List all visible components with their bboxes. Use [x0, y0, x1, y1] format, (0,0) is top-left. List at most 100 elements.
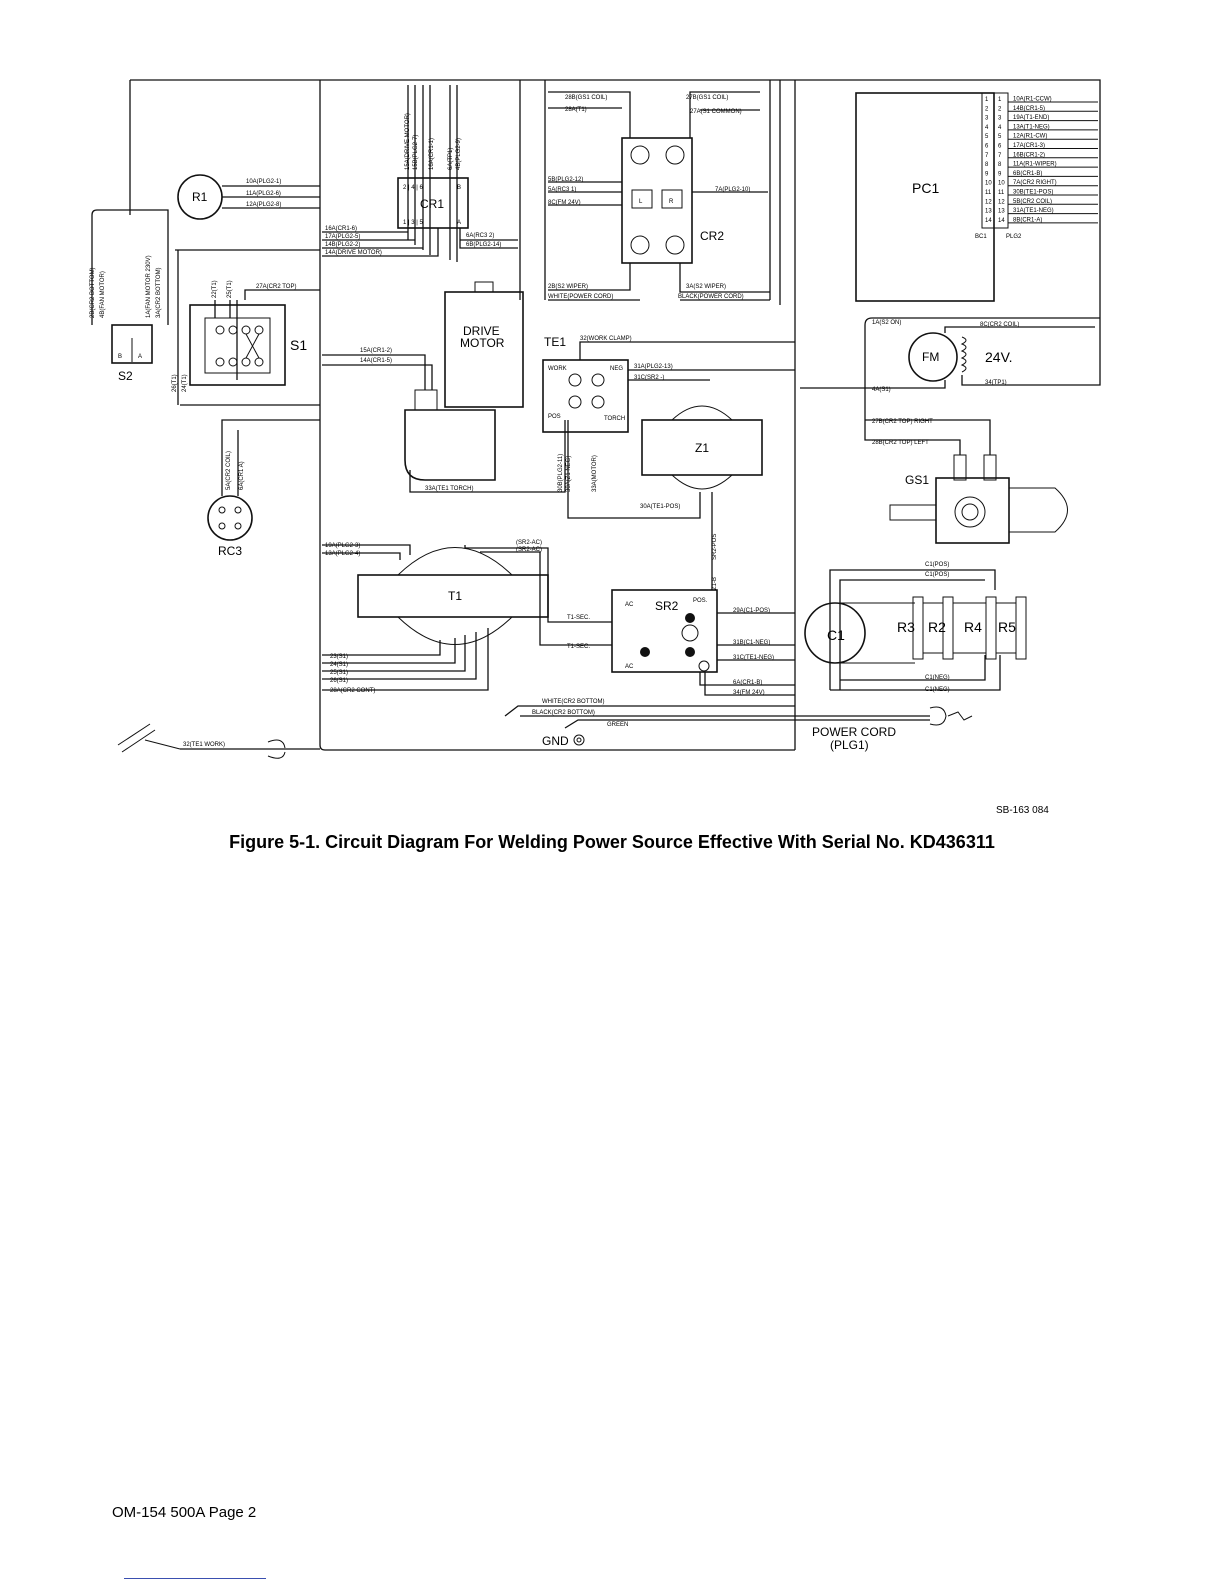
figure-caption: Figure 5-1. Circuit Diagram For Welding …: [229, 832, 995, 852]
t1-wire-2: 13A(PLG2-4): [325, 551, 360, 557]
footer-rule: [124, 1578, 266, 1579]
pc1-plug-pin-number: 10: [998, 181, 1005, 187]
frame-wires: [129, 79, 1101, 751]
cr2-wire-4: 27A(S1 COMMON): [690, 109, 742, 115]
t1-wire-8: 26(S1): [330, 678, 348, 684]
drawing-number: SB-163 084: [996, 805, 1049, 816]
rc3-wire-b: 6A(CR1 A): [239, 461, 245, 490]
sr2-wire-6: 31B(C1-NEG): [733, 640, 770, 646]
r1-wire-2: 11A(PLG2-6): [246, 191, 281, 197]
pc1-pin-number: 5: [985, 134, 989, 140]
pc1-plug-pin-number: 2: [998, 106, 1002, 112]
s2-wire-d: 3A(CR2 BOTTOM): [156, 267, 162, 318]
pc1-pin-label: 5B(CR2 COIL): [1013, 199, 1052, 205]
pc1-plug-pin-number: 6: [998, 144, 1002, 150]
s1-wire-b: 25(T1): [227, 280, 233, 298]
s1-wire-e: 24(T1): [182, 374, 188, 392]
fm-wire-3: 4A(S1): [872, 387, 891, 393]
gs1-gas-solenoid: GS1 27B(CR2 TOP) RIGHT 28B(CR2 TOP) LEFT: [864, 405, 1068, 544]
s2-wire-b: 4B(FAN MOTOR): [100, 271, 106, 318]
cr1-top-wire-5: 4B(PLG2-9): [456, 138, 462, 170]
power-cord-label-1: POWER CORD: [812, 725, 896, 739]
pc1-pin-number: 14: [985, 218, 992, 224]
cr2-wire-11: 3A(S2 WIPER): [686, 284, 726, 290]
svg-text:2 | 4 | 6: 2 | 4 | 6: [403, 185, 423, 191]
drive-motor-wire-1: 15A(CR1-2): [360, 348, 392, 354]
r2-label: R2: [928, 619, 946, 635]
cr2-wire-2: 28A(T1): [565, 107, 587, 113]
pc1-pin-number: 13: [985, 209, 992, 215]
drive-motor-wire-2: 14A(CR1-5): [360, 358, 392, 364]
r1-potentiometer: R1 10A(PLG2-1) 11A(PLG2-6) 12A(PLG2-8): [177, 174, 320, 220]
cr1-top-wire-1: 15A(DRIVE MOTOR): [405, 113, 411, 170]
cr2-wire-1: 28B(GS1 COIL): [565, 95, 607, 101]
work-clamp-wire: 32(TE1 WORK): [183, 742, 225, 748]
circuit-diagram: R1 10A(PLG2-1) 11A(PLG2-6) 12A(PLG2-8) B…: [90, 79, 1101, 759]
s1-label: S1: [290, 337, 307, 353]
t1-wire-7: 25(S1): [330, 670, 348, 676]
pc1-pin-number: 10: [985, 181, 992, 187]
pc1-pin-label: 12A(R1-CW): [1013, 134, 1047, 140]
sr2-ac-1: AC: [625, 602, 634, 608]
pc1-pin-label: 17A(CR1-3): [1013, 143, 1045, 149]
cr2-wire-12: BLACK(POWER CORD): [678, 294, 744, 300]
fm-wire-1: 1A(S2 ON): [872, 320, 901, 326]
pc1-pin-label: 16B(CR1-2): [1013, 152, 1045, 158]
pc1-pin-label: 30B(TE1-POS): [1013, 190, 1053, 196]
pc1-pin-number: 9: [985, 171, 989, 177]
pc1-plug-pin-number: 13: [998, 209, 1005, 215]
sr2-pos-label: POS.: [693, 598, 708, 604]
pc1-pin-number: 3: [985, 116, 989, 122]
t1-wire-4: (SR2-AC): [516, 547, 542, 553]
pc1-pin-number: 6: [985, 144, 989, 150]
pc1-pin-label: 14B(CR1-5): [1013, 106, 1045, 112]
te1-pos-label: POS: [548, 414, 561, 420]
c1-resistor-bank: C1 R3 R2 R4 R5 C1(POS) C1(POS) C1(NEG) C…: [804, 562, 1027, 693]
pc1-plug-pin-number: 14: [998, 218, 1005, 224]
cr1-wire-2: 17A(PLG2-5): [325, 234, 360, 240]
te1-v-wire-2: 30A(Z1 NEG): [566, 456, 572, 492]
fm-voltage: 24V.: [985, 349, 1013, 365]
pc1-plug-pin-number: 11: [998, 190, 1005, 196]
pc1-pin-label: 19A(T1-END): [1013, 115, 1049, 121]
te1-wire-1: 32(WORK CLAMP): [580, 336, 632, 342]
t1-transformer: T1 19A(PLG2-3) 13A(PLG2-4) (SR2-AC) (SR2…: [322, 540, 612, 694]
cr2-wire-10: WHITE(POWER CORD): [548, 294, 613, 300]
pc1-pin-label: 8B(CR1-A): [1013, 217, 1042, 223]
t1-wire-3: (SR2-AC): [516, 540, 542, 546]
r1-label: R1: [192, 190, 208, 204]
t1-wire-1: 19A(PLG2-3): [325, 543, 360, 549]
pc1-plug-pin-number: 4: [998, 125, 1002, 131]
fm-wire-2: 8C(CR2 COIL): [980, 322, 1019, 328]
rc3-label: RC3: [218, 544, 242, 558]
cord-wire-2: BLACK(CR2 BOTTOM): [532, 710, 595, 716]
pc1-plug-pin-number: 1: [998, 97, 1002, 103]
pc1-pin-label: 7A(CR2 RIGHT): [1013, 180, 1057, 186]
r3-label: R3: [897, 619, 915, 635]
drive-motor-wire-3: 33A(TE1 TORCH): [425, 486, 473, 492]
plg2-label: PLG2: [1006, 234, 1022, 240]
cr2-wire-7: 8C(FM 24V): [548, 200, 581, 206]
sr2-wire-9: 34(FM 24V): [733, 690, 765, 696]
te1-neg-label: NEG: [610, 366, 623, 372]
c1-wire-4: C1(NEG): [925, 687, 950, 693]
pc1-plug-pin-number: 8: [998, 162, 1002, 168]
svg-text:L: L: [639, 199, 643, 205]
z1-wire-1: 30A(TE1-POS): [640, 504, 680, 510]
pc1-pin-label: 6B(CR1-B): [1013, 171, 1042, 177]
pc1-pin-label: 11A(R1-WIPER): [1013, 162, 1057, 168]
pc1-pin-number: 4: [985, 125, 989, 131]
pc1-plug-pin-number: 7: [998, 153, 1002, 159]
sr2-wire-1: T1-SEC.: [567, 615, 590, 621]
cr1-top-wire-4: 6A(TP1): [448, 148, 454, 170]
te1-wire-2: 31A(PLG2-13): [634, 364, 673, 370]
z1-label: Z1: [695, 441, 709, 455]
cr1-top-wire-2: 15B(PLG2-7): [413, 135, 419, 170]
c1-wire-2: C1(POS): [925, 572, 949, 578]
c1-wire-1: C1(POS): [925, 562, 949, 568]
t1-wire-9: 28A(CR2 CONT): [330, 688, 375, 694]
fm-wire-4: 34(TP1): [985, 380, 1007, 386]
pc1-pin-number: 8: [985, 162, 989, 168]
